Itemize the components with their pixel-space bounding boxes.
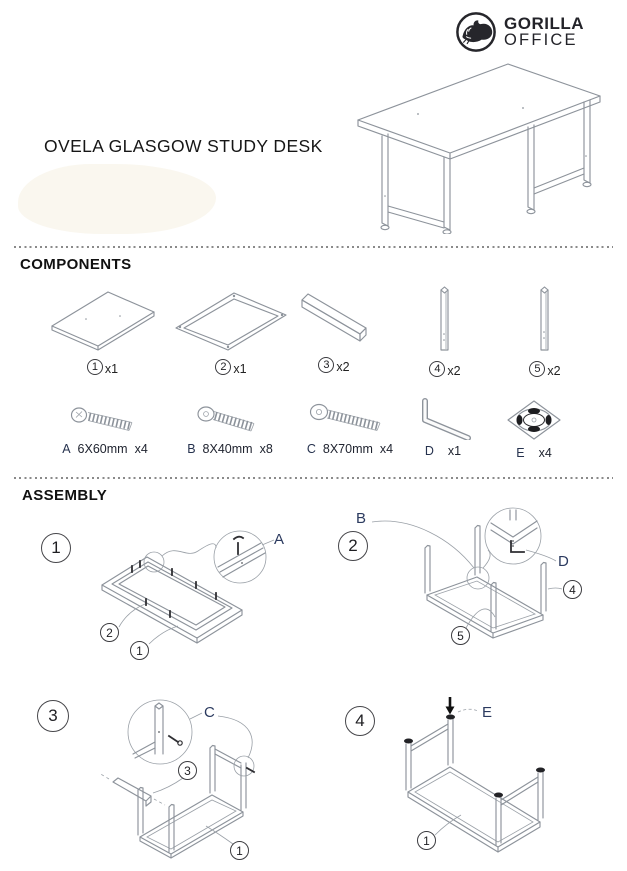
flat-head-screw-icon [309,403,381,431]
paper-smudge [18,164,216,234]
brand-suffix: OFFICE [504,31,578,50]
callout-screw-c: C [204,704,215,721]
callout-part-3: 3 [178,761,197,780]
step-2-diagram: B D 4 5 [350,500,612,668]
hardware-count: x8 [259,442,273,456]
hardware-label: A 6X60mm x4 [62,442,148,456]
part-number-badge: 3 [318,357,335,373]
brand-logo: GORILLA OFFICE [455,11,584,53]
component-part-2: 2 x1 [170,286,292,376]
assembly-step-2: 2 [336,500,622,670]
callout-foot-e: E [482,704,493,721]
page-title: OVELA GLASGOW STUDY DESK [44,136,323,156]
section-divider [14,246,613,248]
part-count: x2 [547,364,561,378]
cross-bar-icon [301,293,367,342]
part-count: x2 [447,364,461,378]
assembly-step-4: 4 [340,692,625,870]
part-count: x1 [104,362,119,376]
step-number: 2 [338,531,368,561]
hardware-count: x4 [379,442,394,456]
hardware-size: 6X60mm [77,442,128,456]
callout-part-1: 1 [130,641,149,660]
hardware-letter: E [516,446,525,460]
hardware-size: 8X40mm [202,442,253,456]
component-part-3: 3 x2 [295,288,373,374]
step-number: 1 [41,533,71,563]
pan-head-screw-icon [70,407,133,431]
component-part-5: 5 x2 [503,282,587,378]
component-part-4: 4 x2 [403,282,487,378]
assembly-step-3: 3 [22,692,337,870]
part-label: 1 x1 [86,359,119,376]
flat-head-screw-icon [197,406,255,432]
callout-part-5: 5 [451,626,470,645]
callout-part-1: 1 [230,841,249,860]
hardware-item-c: C 8X70mm x4 [288,398,412,456]
brand-name: GORILLA [504,13,584,33]
step-number: 3 [37,700,69,732]
step-4-diagram: E 1 [385,692,625,870]
components-heading: COMPONENTS [20,256,132,273]
desk-hero-illustration-icon [357,63,601,234]
hardware-letter: B [187,442,196,456]
foot-pad-icon [507,400,561,440]
desk-leg-icon [440,286,449,351]
part-count: x1 [233,362,247,376]
hardware-size: 8X70mm [322,442,373,456]
callout-screw-a: A [274,531,285,548]
part-number-badge: 4 [429,361,446,377]
hardware-item-b: B 8X40mm x8 [166,400,294,456]
assembly-step-1: 1 [30,515,322,680]
gorilla-logo-icon [456,12,496,52]
step-1-illustration-icon [101,530,275,645]
step-1-diagram: A 2 1 [88,515,313,675]
hardware-letter: D [424,444,434,458]
hardware-letter: C [306,442,316,456]
step-4-illustration-icon [404,697,545,853]
desk-leg-icon [540,286,549,351]
hardware-count: x4 [134,442,148,456]
callout-screw-b: B [356,510,367,527]
hardware-count: x1 [447,444,462,458]
step-number: 4 [345,706,375,736]
callout-part-4: 4 [563,580,582,599]
component-part-1: 1 x1 [45,286,160,376]
step-3-illustration-icon [98,699,256,859]
part-label: 2 x1 [215,359,247,376]
hardware-count: x4 [538,446,552,460]
assembly-heading: ASSEMBLY [22,487,108,504]
part-number-badge: 2 [215,359,232,375]
hardware-label: C 8X70mm x4 [307,442,393,456]
part-label: 3 x2 [318,357,350,374]
callout-tool-d: D [558,553,569,570]
part-number-badge: 5 [529,361,546,377]
callout-part-2: 2 [100,623,119,642]
hardware-letter: A [62,442,71,456]
desk-frame-icon [175,292,287,351]
part-count: x2 [336,360,350,374]
desk-top-panel-icon [50,291,155,351]
part-label: 5 x2 [529,361,561,378]
callout-part-1: 1 [417,831,436,850]
part-label: 4 x2 [429,361,461,378]
hardware-label: B 8X40mm x8 [187,442,273,456]
step-3-diagram: C 3 1 [85,692,333,870]
step-2-illustration-icon [371,507,563,639]
section-divider [14,477,613,479]
part-number-badge: 1 [86,359,103,375]
hardware-item-a: A 6X60mm x4 [38,400,172,456]
allen-key-icon [422,398,471,440]
